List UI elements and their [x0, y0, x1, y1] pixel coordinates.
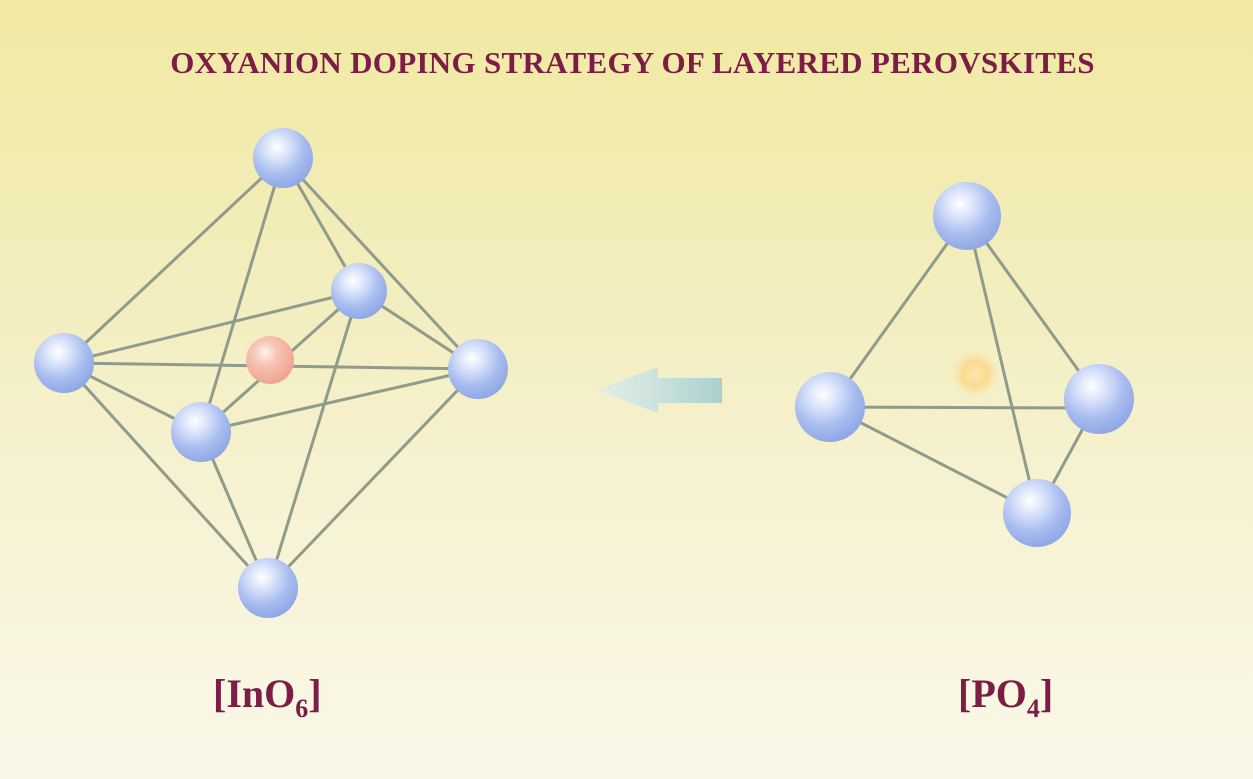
- oxygen-atom-top: [253, 128, 313, 188]
- po4-formula-suffix: ]: [1039, 671, 1054, 716]
- oxygen-atom-front: [171, 402, 231, 462]
- doping-arrow: [596, 367, 722, 413]
- octahedron-structure: [34, 128, 508, 618]
- oxygen-atom-left: [795, 372, 865, 442]
- ino6-formula-subscript: 6: [295, 694, 309, 723]
- ino6-formula-prefix: [InO: [213, 671, 296, 716]
- oxygen-atom-right: [1064, 364, 1134, 434]
- oxygen-atom-bottom: [1003, 479, 1071, 547]
- oxygen-atom-left: [34, 333, 94, 393]
- po4-formula: [PO4]: [958, 671, 1054, 722]
- oxygen-atom-top: [933, 182, 1001, 250]
- diagram-title: OXYANION DOPING STRATEGY OF LAYERED PERO…: [170, 45, 1095, 80]
- p-center-atom: [951, 350, 999, 398]
- oxygen-atom-back: [331, 263, 387, 319]
- ino6-formula-suffix: ]: [308, 671, 322, 716]
- tetrahedron-structure: [795, 182, 1134, 547]
- oxygen-atom-bottom: [238, 558, 298, 618]
- ino6-formula: [InO6]: [213, 671, 322, 722]
- po4-formula-prefix: [PO: [958, 671, 1027, 716]
- in-center-atom: [246, 336, 294, 384]
- po4-formula-subscript: 4: [1026, 694, 1040, 723]
- oxygen-atom-right: [448, 339, 508, 399]
